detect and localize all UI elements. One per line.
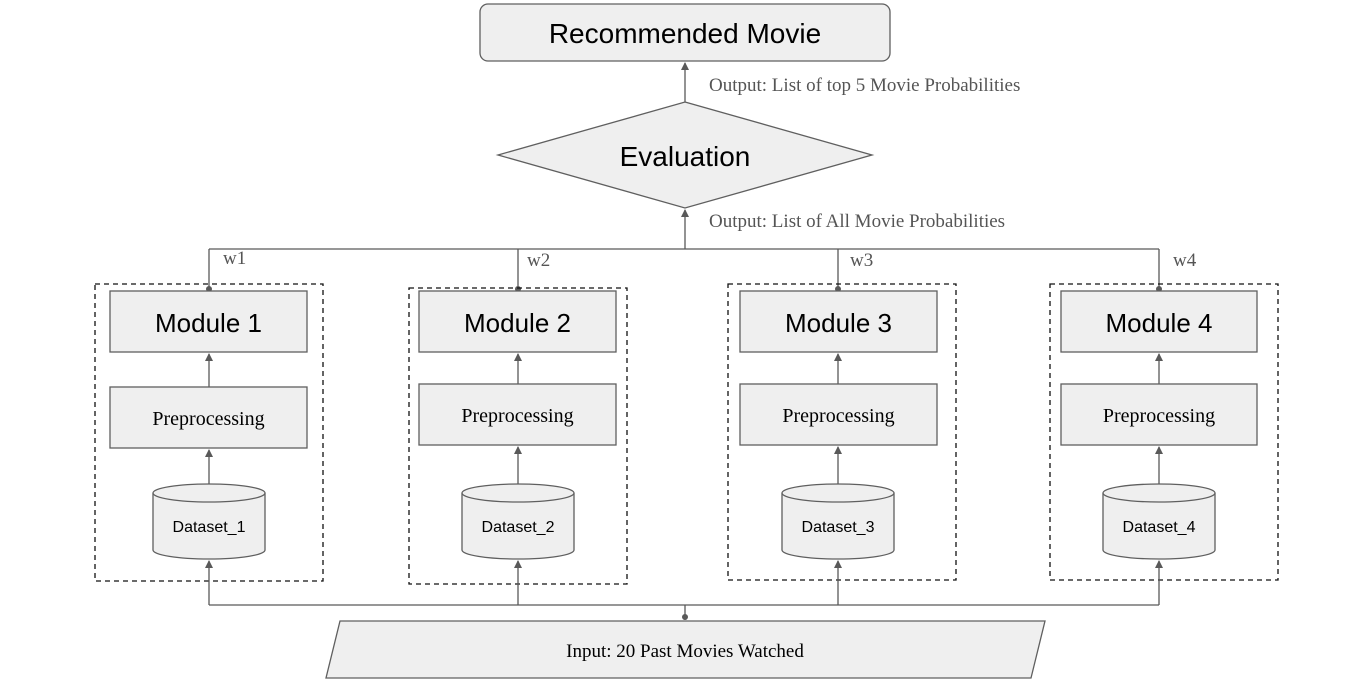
weight-label-2: w2	[527, 250, 550, 271]
module-column-4: w4 Module 4 Preprocessing Dataset_4	[1049, 249, 1279, 605]
weight-label-3: w3	[850, 250, 873, 271]
output-top5-label: Output: List of top 5 Movie Probabilitie…	[709, 75, 1020, 96]
module-4-label: Module 4	[1106, 308, 1213, 338]
evaluation-label: Evaluation	[620, 141, 751, 172]
evaluation-node: Evaluation	[495, 101, 875, 209]
input-junction-dot	[682, 614, 688, 620]
module-3-box	[739, 290, 938, 353]
input-label: Input: 20 Past Movies Watched	[566, 641, 804, 662]
dataset-2-label: Dataset_2	[482, 519, 555, 536]
preprocessing-1-label: Preprocessing	[152, 408, 264, 430]
preprocessing-3-label: Preprocessing	[782, 405, 894, 427]
module-3-label: Module 3	[785, 308, 892, 338]
dataset-3-label: Dataset_3	[802, 519, 875, 536]
weight-label-4: w4	[1173, 250, 1197, 271]
input-parallelogram	[325, 620, 1046, 679]
recommended-movie-label: Recommended Movie	[549, 18, 821, 49]
module-column-1: w1 Module 1 Preprocessing Dataset_1	[94, 248, 324, 605]
recommended-movie-node: Recommended Movie	[479, 3, 891, 62]
dataset-4-label: Dataset_4	[1123, 519, 1196, 536]
module-column-2: w2 Module 2 Preprocessing Dataset_2	[408, 249, 628, 605]
module-2-box	[418, 290, 617, 353]
dataset-1-label: Dataset_1	[173, 519, 246, 536]
module-3-dashed-group	[727, 283, 957, 581]
module-2-label: Module 2	[464, 308, 571, 338]
preprocessing-4-label: Preprocessing	[1103, 405, 1215, 427]
preprocessing-2-label: Preprocessing	[461, 405, 573, 427]
module-4-box	[1060, 290, 1258, 353]
output-all-label: Output: List of All Movie Probabilities	[709, 211, 1005, 232]
preprocessing-4-box	[1060, 383, 1258, 446]
preprocessing-1-box	[109, 386, 308, 449]
module-4-dashed-group	[1049, 283, 1279, 581]
dataset-1-cylinder	[152, 483, 266, 560]
weight-label-1: w1	[223, 248, 246, 269]
module-1-box	[109, 290, 308, 353]
preprocessing-2-box	[418, 383, 617, 446]
preprocessing-3-box	[739, 383, 938, 446]
dataset-2-cylinder	[461, 483, 575, 560]
module-1-label: Module 1	[155, 308, 262, 338]
evaluation-diamond	[495, 101, 875, 209]
dataset-3-cylinder	[781, 483, 895, 560]
dataset-4-cylinder	[1102, 483, 1216, 560]
recommended-movie-box	[479, 3, 891, 62]
module-column-3: w3 Module 3 Preprocessing Dataset_3	[727, 249, 957, 605]
input-node: Input: 20 Past Movies Watched	[325, 620, 1046, 679]
